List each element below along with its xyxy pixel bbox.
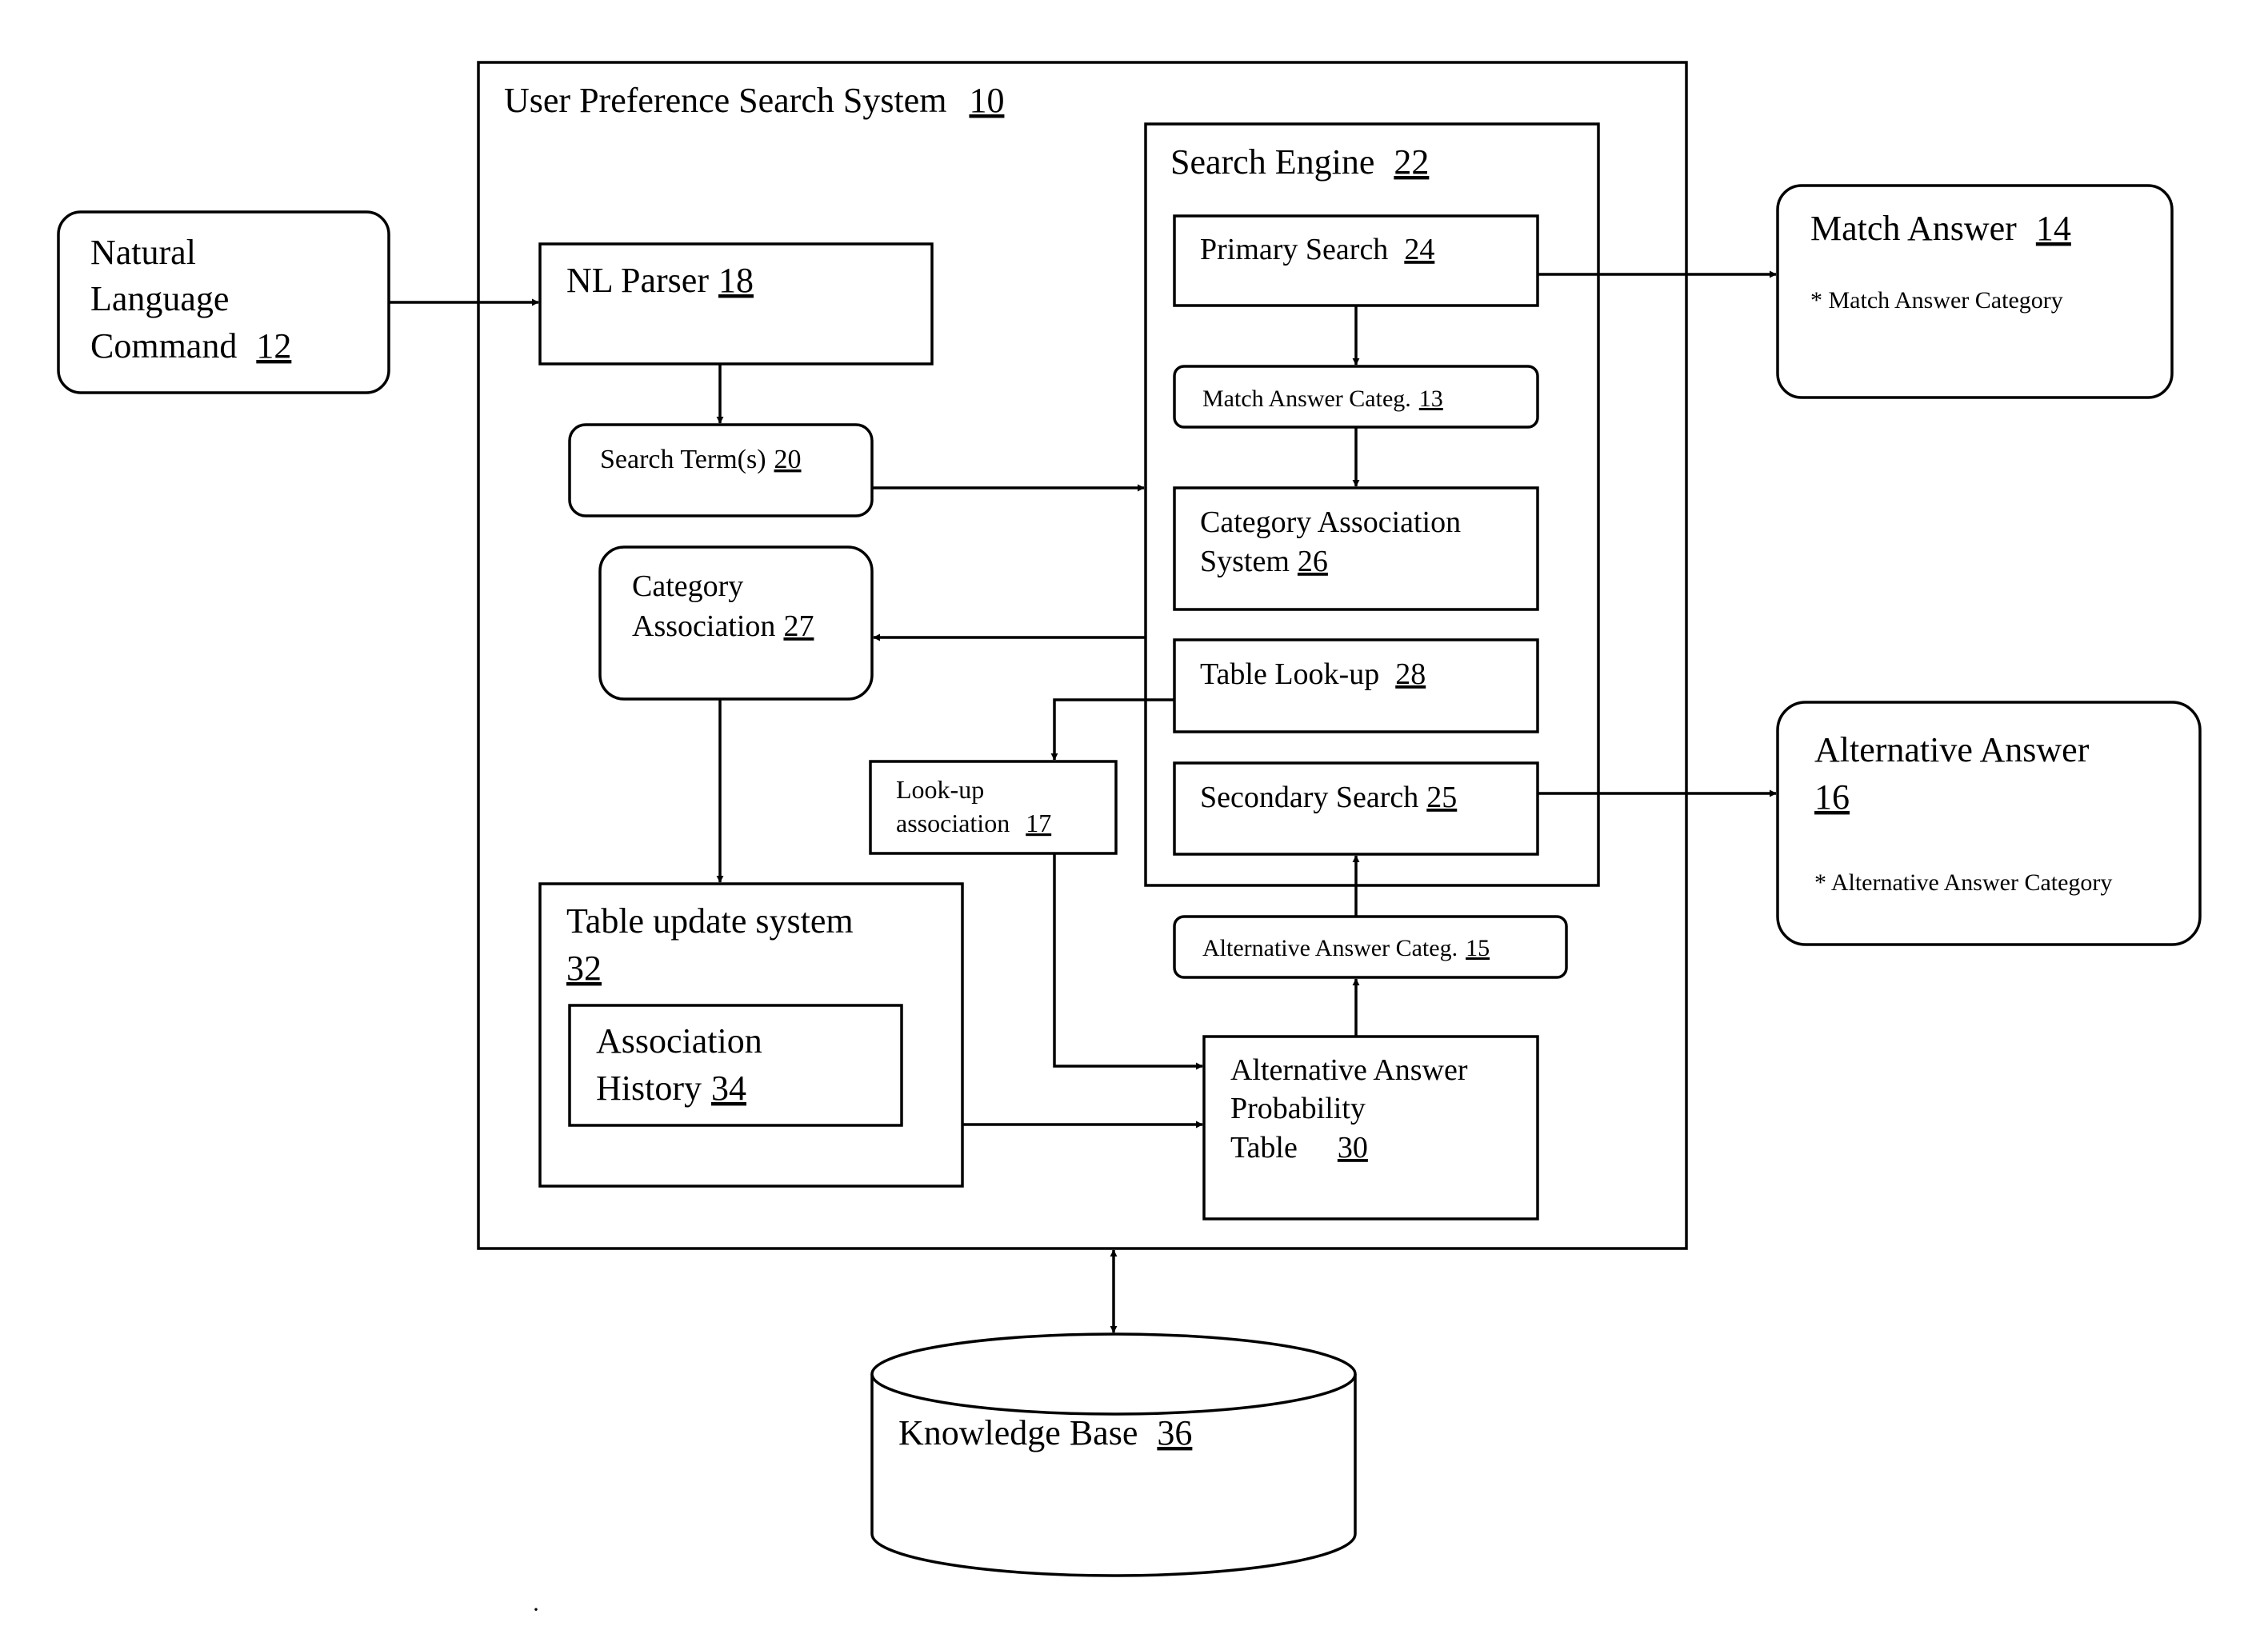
- table-update-system-ref: 32: [566, 949, 602, 988]
- association-history-line1: Association: [596, 1021, 762, 1061]
- svg-text:History34: History34: [596, 1069, 746, 1108]
- category-association-system-box: Category Association System26: [1174, 488, 1538, 609]
- secondary-search-ref: 25: [1426, 781, 1457, 814]
- lookup-association-ref: 17: [1026, 809, 1051, 837]
- search-terms-ref: 20: [774, 445, 802, 474]
- knowledge-base-label: Knowledge Base: [898, 1413, 1138, 1452]
- svg-text:Secondary Search25: Secondary Search25: [1200, 781, 1457, 814]
- alt-answer-probability-table-box: Alternative Answer Probability Table 30: [1204, 1037, 1538, 1219]
- secondary-search-label: Secondary Search: [1200, 781, 1418, 814]
- category-association-line2: Association: [632, 609, 775, 643]
- match-answer-categ-box: Match Answer Categ. 13: [1174, 366, 1538, 427]
- association-history-line2: History: [596, 1069, 702, 1108]
- nl-parser-box: NL Parser18: [540, 244, 932, 364]
- alternative-answer-box: Alternative Answer 16 * Alternative Answ…: [1778, 702, 2200, 945]
- cas-ref: 26: [1298, 545, 1328, 578]
- aapt-line3: Table: [1230, 1131, 1298, 1165]
- alternative-answer-line1: Alternative Answer: [1814, 730, 2090, 769]
- svg-text:Association27: Association27: [632, 609, 814, 643]
- search-terms-label: Search Term(s): [600, 445, 766, 474]
- lookup-association-line1: Look-up: [896, 775, 984, 804]
- table-lookup-ref: 28: [1395, 657, 1426, 691]
- svg-text:association17: association 17: [896, 809, 1051, 837]
- alternative-answer-ref: 16: [1814, 777, 1850, 817]
- alternative-answer-bullet: * Alternative Answer Category: [1814, 869, 2112, 896]
- svg-text:NL Parser18: NL Parser18: [566, 261, 754, 300]
- association-history-ref: 34: [711, 1069, 746, 1108]
- alt-answer-categ-ref: 15: [1466, 935, 1490, 961]
- table-lookup-label: Table Look-up: [1200, 657, 1379, 691]
- primary-search-ref: 24: [1404, 233, 1434, 266]
- primary-search-box: Primary Search 24: [1174, 216, 1538, 306]
- primary-search-label: Primary Search: [1200, 233, 1388, 266]
- aapt-line1: Alternative Answer: [1230, 1053, 1468, 1087]
- nl-command-line2: Language: [90, 279, 229, 318]
- category-association-ref: 27: [783, 609, 814, 643]
- nl-parser-ref: 18: [718, 261, 754, 300]
- category-association-line1: Category: [632, 569, 743, 603]
- aapt-ref: 30: [1338, 1131, 1368, 1165]
- match-answer-box: Match Answer 14 * Match Answer Category: [1778, 186, 2172, 398]
- match-answer-categ-label: Match Answer Categ.: [1202, 386, 1411, 412]
- cas-line2: System: [1200, 545, 1290, 578]
- association-history-box: Association History34: [570, 1005, 902, 1125]
- table-update-system-label: Table update system: [566, 901, 854, 941]
- knowledge-base-ref: 36: [1157, 1413, 1192, 1452]
- svg-text:Alternative Answer Categ.15: Alternative Answer Categ. 15: [1202, 935, 1490, 961]
- match-answer-bullet: * Match Answer Category: [1810, 287, 2063, 314]
- match-answer-categ-ref: 13: [1419, 386, 1443, 412]
- aapt-line2: Probability: [1230, 1092, 1366, 1125]
- nl-parser-label: NL Parser: [566, 261, 709, 300]
- natural-language-command-box: Natural Language Command 12: [58, 212, 389, 393]
- search-engine-ref: 22: [1394, 142, 1429, 182]
- alternative-answer-categ-box: Alternative Answer Categ. 15: [1174, 917, 1566, 977]
- svg-text:User Preference Search System1: User Preference Search System 10: [504, 81, 1004, 120]
- svg-text:Match Answer Categ.13: Match Answer Categ. 13: [1202, 386, 1443, 412]
- nl-command-ref: 12: [256, 326, 291, 366]
- system-ref: 10: [969, 81, 1004, 120]
- lookup-association-line2: association: [896, 809, 1010, 837]
- match-answer-ref: 14: [2036, 209, 2071, 248]
- secondary-search-box: Secondary Search25: [1174, 763, 1538, 854]
- category-association-box: Category Association27: [600, 547, 872, 699]
- lookup-association-box: Look-up association 17: [870, 761, 1116, 853]
- nl-command-line1: Natural: [90, 233, 196, 272]
- knowledge-base-cylinder: Knowledge Base 36: [872, 1334, 1355, 1576]
- stray-mark: ·: [532, 1596, 540, 1623]
- match-answer-label: Match Answer: [1810, 209, 2017, 248]
- svg-text:System26: System26: [1200, 545, 1328, 578]
- table-lookup-box: Table Look-up 28: [1174, 640, 1538, 732]
- search-terms-box: Search Term(s) 20: [570, 425, 872, 516]
- nl-command-line3: Command: [90, 326, 237, 366]
- alt-answer-categ-label: Alternative Answer Categ.: [1202, 935, 1458, 961]
- system-title: User Preference Search System: [504, 81, 946, 120]
- cas-line1: Category Association: [1200, 505, 1461, 539]
- svg-text:Command12: Command 12: [90, 326, 291, 366]
- search-engine-label: Search Engine: [1170, 142, 1374, 182]
